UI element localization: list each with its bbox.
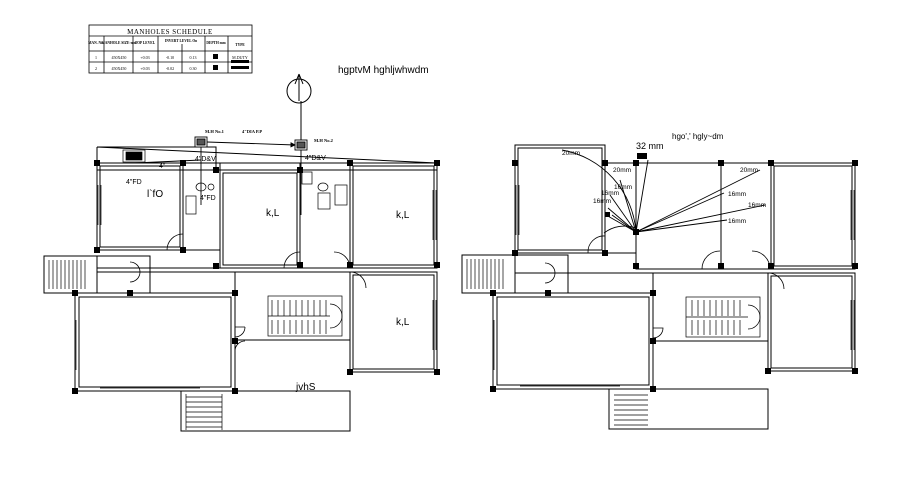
schedule-rows: 1 450X450 +0.03 -0.10 0.13 M.DUTY 2 450X… — [95, 55, 248, 71]
left-fixtures — [122, 149, 348, 215]
pipe-note-2: 4"D&V — [195, 156, 216, 163]
pipe-note-3: 4"FD — [126, 179, 142, 186]
row1-no: 1 — [95, 55, 97, 60]
pipe-size-7: 16mm — [593, 198, 611, 205]
pipe-size-5: 16mm — [601, 190, 619, 197]
schedule-header-invert-level: INVERT LEVEL On — [165, 39, 197, 43]
riser-label: 32 mm — [636, 141, 664, 151]
room-label-4: k,L — [396, 317, 410, 328]
room-label-3: k,L — [396, 210, 410, 221]
pipe-note-4: 4"FD — [200, 195, 216, 202]
pipe-size-9: 16mm — [728, 218, 746, 225]
pipe-size-1: 20mm — [562, 150, 580, 157]
row2-size: 450X450 — [112, 66, 127, 71]
left-plan-caption: hgptvM hghljwhwdm — [338, 65, 429, 76]
schedule-header-size: MANHOLE SIZE-mm — [101, 41, 136, 45]
schedule-type-hatch-1 — [231, 60, 249, 63]
schedule-type-hatch-2 — [231, 66, 249, 69]
manholes-schedule-table — [88, 24, 253, 74]
pipe-size-3: 20mm — [740, 167, 758, 174]
schedule-title: MANHOLES SCHEDULE — [127, 28, 213, 36]
row2-inv: -0.02 — [166, 66, 174, 71]
right-stairs — [466, 259, 761, 426]
pipe-size-4: 16mm — [614, 184, 632, 191]
schedule-header-top-level: TOP LEVEL — [135, 41, 156, 45]
row1-inv: -0.10 — [166, 55, 174, 60]
schedule-depth-symbol-2 — [213, 65, 218, 70]
row2-no: 2 — [95, 66, 97, 71]
row2-depth: 0.30 — [190, 66, 197, 71]
manhole-2-label: M.H No.2 — [314, 138, 334, 143]
valve-symbol — [605, 212, 610, 217]
left-window-marks — [75, 162, 437, 389]
pipe-size-2: 20mm — [613, 167, 631, 174]
pipe-note-1: 4" — [159, 163, 166, 170]
manholes-and-pipes — [134, 136, 308, 215]
row1-type: M.DUTY — [232, 55, 248, 60]
water-supply-lines — [561, 149, 766, 234]
schedule-header-type: TYPE — [235, 43, 245, 47]
left-internal-stairs — [267, 295, 343, 337]
schedule-depth-symbol-1 — [213, 54, 218, 59]
left-entrance-stairs — [48, 260, 86, 289]
pipe-size-6: 16mm — [728, 191, 746, 198]
pipe-note-5: 4"D&V — [305, 155, 326, 162]
pipe-size-8: 16mm — [748, 202, 766, 209]
left-rear-stairs — [185, 394, 223, 430]
room-label-5: jvhS — [295, 382, 316, 393]
schedule-headers: MAN. No. MANHOLE SIZE-mm TOP LEVEL INVER… — [88, 39, 245, 47]
left-columns — [72, 160, 440, 394]
right-plan-caption: hgo',' hgly~dm — [672, 132, 724, 141]
riser-symbol — [637, 153, 647, 159]
north-marker — [286, 73, 312, 140]
manhole-1-label: M.H No.1 — [205, 129, 225, 134]
right-floor-plan — [461, 144, 856, 430]
row1-top: +0.03 — [140, 55, 149, 60]
row1-size: 450X450 — [112, 55, 127, 60]
right-window-marks — [493, 185, 855, 387]
room-label-1: l`fO — [147, 188, 163, 200]
pipe-dia-label: 4"DIA P.P — [242, 129, 262, 134]
row1-depth: 0.13 — [190, 55, 197, 60]
schedule-header-man-no: MAN. No. — [88, 41, 104, 45]
right-door-swings — [544, 235, 785, 339]
room-label-2: k,L — [266, 208, 280, 219]
row2-top: +0.03 — [140, 66, 149, 71]
left-floor-plan — [43, 146, 438, 432]
schedule-header-depth: DEPTH mm — [206, 41, 225, 45]
